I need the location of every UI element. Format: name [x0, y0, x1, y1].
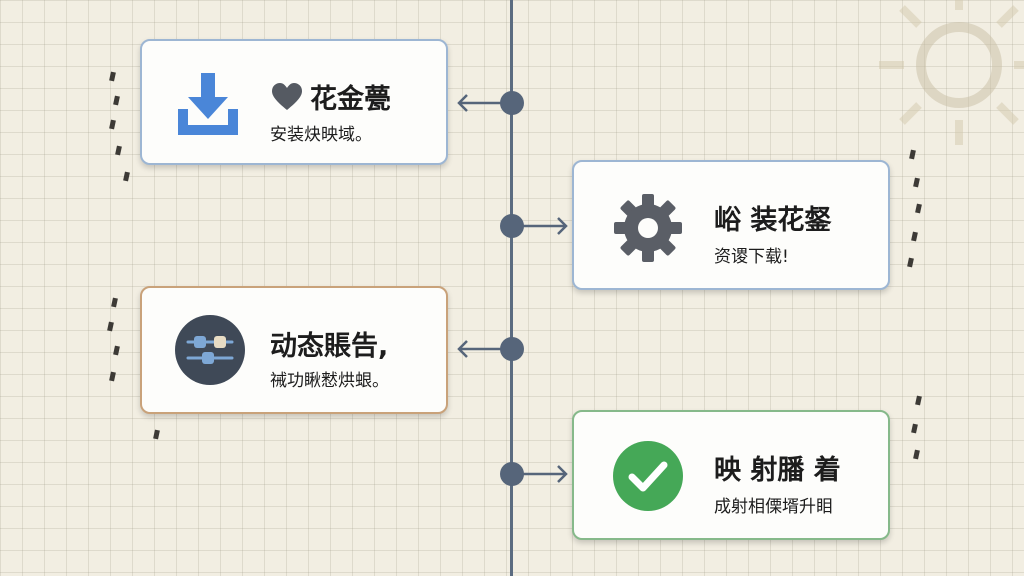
timeline-node-1: [500, 91, 524, 115]
timeline-node-3: [500, 337, 524, 361]
step-card-1: 花金甍 安装炔映域。: [140, 39, 448, 165]
timeline-node-2: [500, 214, 524, 238]
connector-arrow-2: [522, 217, 568, 235]
download-icon: [178, 73, 238, 135]
sliders-icon: [175, 315, 245, 385]
check-circle-icon: [613, 441, 683, 511]
step-description: 祴功瞅慭烘蛝。: [270, 371, 389, 391]
step-description: 资谡下载!: [714, 247, 789, 267]
step-title: 映 射膰 着: [714, 455, 841, 486]
connector-arrow-1: [457, 94, 503, 112]
step-description: 安装炔映域。: [270, 125, 372, 145]
connector-arrow-3: [457, 340, 503, 358]
gear-icon: [614, 194, 682, 262]
step-title: 动态賬告,: [270, 331, 389, 362]
step-description: 成射相傈壻升䀠: [714, 497, 833, 517]
step-title: 峪 装花錖: [714, 205, 832, 236]
step-title: 花金甍: [310, 84, 391, 115]
step-card-4: 映 射膰 着 成射相傈壻升䀠: [572, 410, 890, 540]
timeline-line: [510, 0, 513, 576]
connector-arrow-4: [522, 465, 568, 483]
step-card-2: 峪 装花錖 资谡下载!: [572, 160, 890, 290]
heart-icon: [272, 83, 302, 110]
step-card-3: 动态賬告, 祴功瞅慭烘蛝。: [140, 286, 448, 414]
sun-stamp-decoration: [879, 0, 1024, 145]
timeline-node-4: [500, 462, 524, 486]
